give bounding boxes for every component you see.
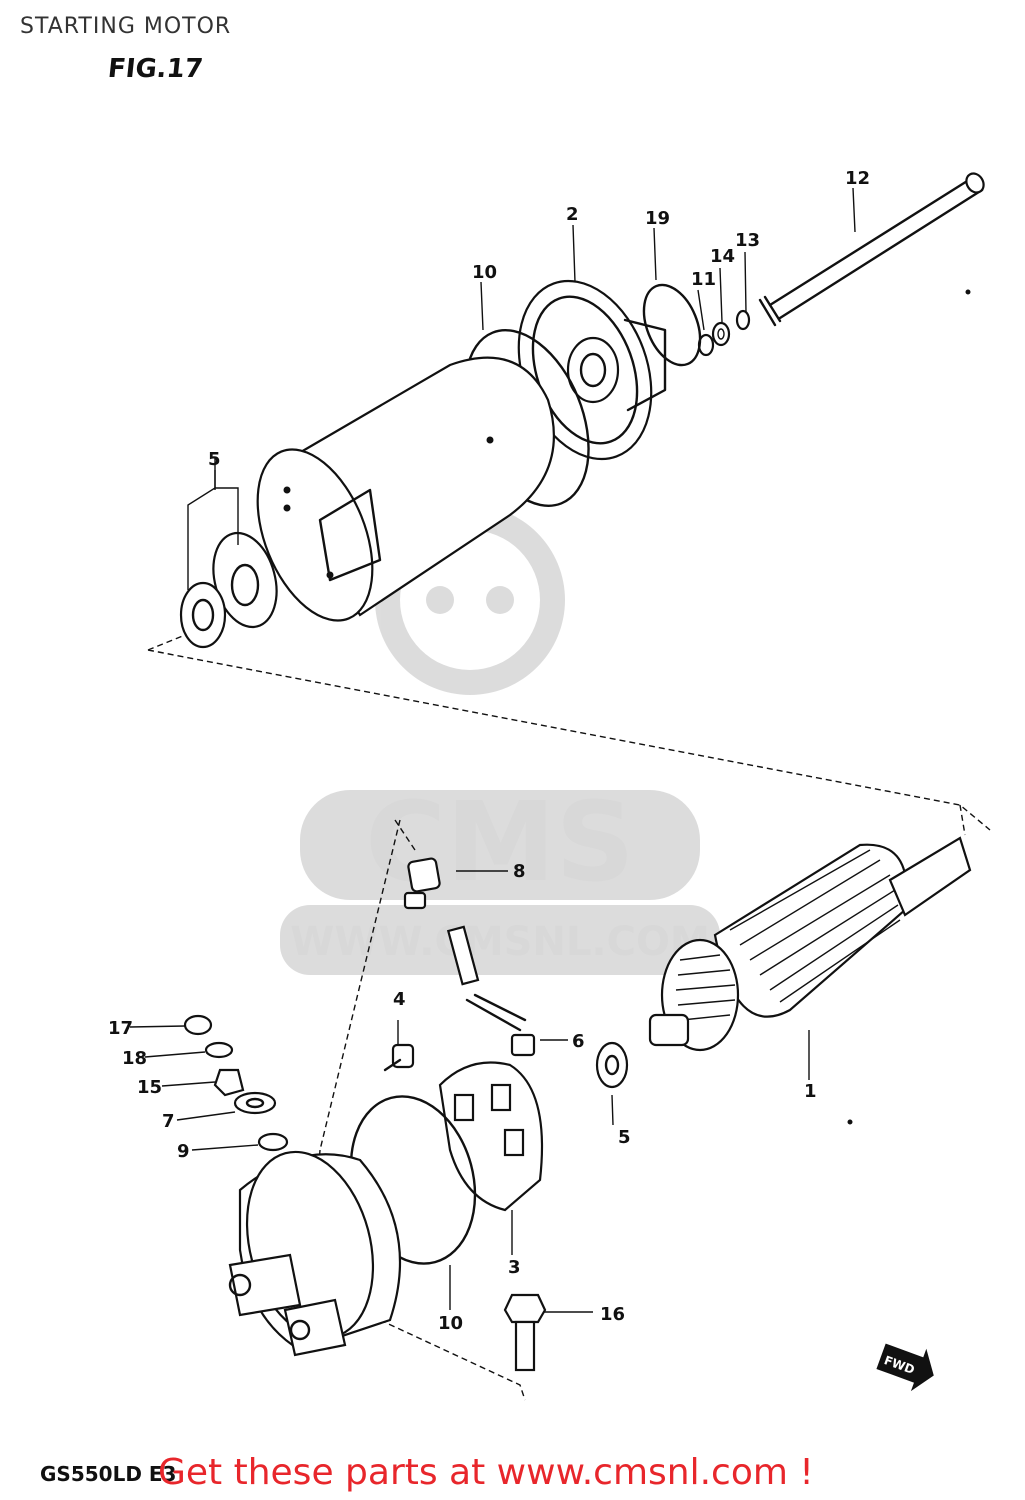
callout-2: 2 <box>566 204 579 225</box>
through-bolt <box>758 172 985 327</box>
callout-4: 4 <box>393 989 406 1010</box>
callout-10-lower: 10 <box>438 1313 463 1334</box>
print-dot <box>965 289 971 295</box>
end-cover <box>228 1150 402 1357</box>
callout-5-upper: 5 <box>208 449 221 470</box>
terminal-nut-stack <box>183 1014 289 1152</box>
shop-link[interactable]: Get these parts at www.cmsnl.com ! <box>158 1452 814 1493</box>
callout-15: 15 <box>137 1077 162 1098</box>
carbon-brush <box>383 1043 415 1072</box>
print-dot <box>847 1119 853 1125</box>
brush-terminal-bolt <box>446 925 536 1057</box>
mounting-bolt <box>503 1293 547 1372</box>
callout-19: 19 <box>645 208 670 229</box>
callout-12: 12 <box>845 168 870 189</box>
leader-lines <box>129 187 856 1313</box>
callout-16: 16 <box>600 1304 625 1325</box>
callout-labels: 12 2 19 10 11 14 13 5 8 6 4 1 5 3 10 16 … <box>108 168 870 1334</box>
callout-14: 14 <box>710 246 735 267</box>
callout-6: 6 <box>572 1031 585 1052</box>
thrust-washers-upper <box>179 458 278 649</box>
o-ring <box>642 283 702 367</box>
callout-9: 9 <box>177 1141 190 1162</box>
terminal-bracket <box>403 857 441 910</box>
watermark-url: WWW.CMSNL.COM <box>290 919 710 965</box>
armature <box>648 836 972 1052</box>
thrust-washer-lower <box>595 1041 629 1089</box>
callout-10-upper: 10 <box>472 262 497 283</box>
callout-1: 1 <box>804 1081 817 1102</box>
yoke-housing <box>256 356 555 622</box>
callout-5-lower: 5 <box>618 1127 631 1148</box>
assembly-guide-line-lower <box>379 1319 526 1401</box>
washers-small <box>697 309 751 357</box>
callout-11: 11 <box>691 269 716 290</box>
model-code: GS550LD E3 <box>40 1462 177 1486</box>
callout-8: 8 <box>513 861 526 882</box>
callout-17: 17 <box>108 1018 133 1039</box>
brush-holder-plate <box>438 1061 544 1212</box>
callout-3: 3 <box>508 1257 521 1278</box>
callout-7: 7 <box>162 1111 175 1132</box>
forward-direction-arrow: FWD <box>876 1343 934 1392</box>
page-title: STARTING MOTOR <box>20 14 232 39</box>
callout-13: 13 <box>735 230 760 251</box>
watermark-brand: CMS <box>365 778 634 906</box>
callout-18: 18 <box>122 1048 147 1069</box>
